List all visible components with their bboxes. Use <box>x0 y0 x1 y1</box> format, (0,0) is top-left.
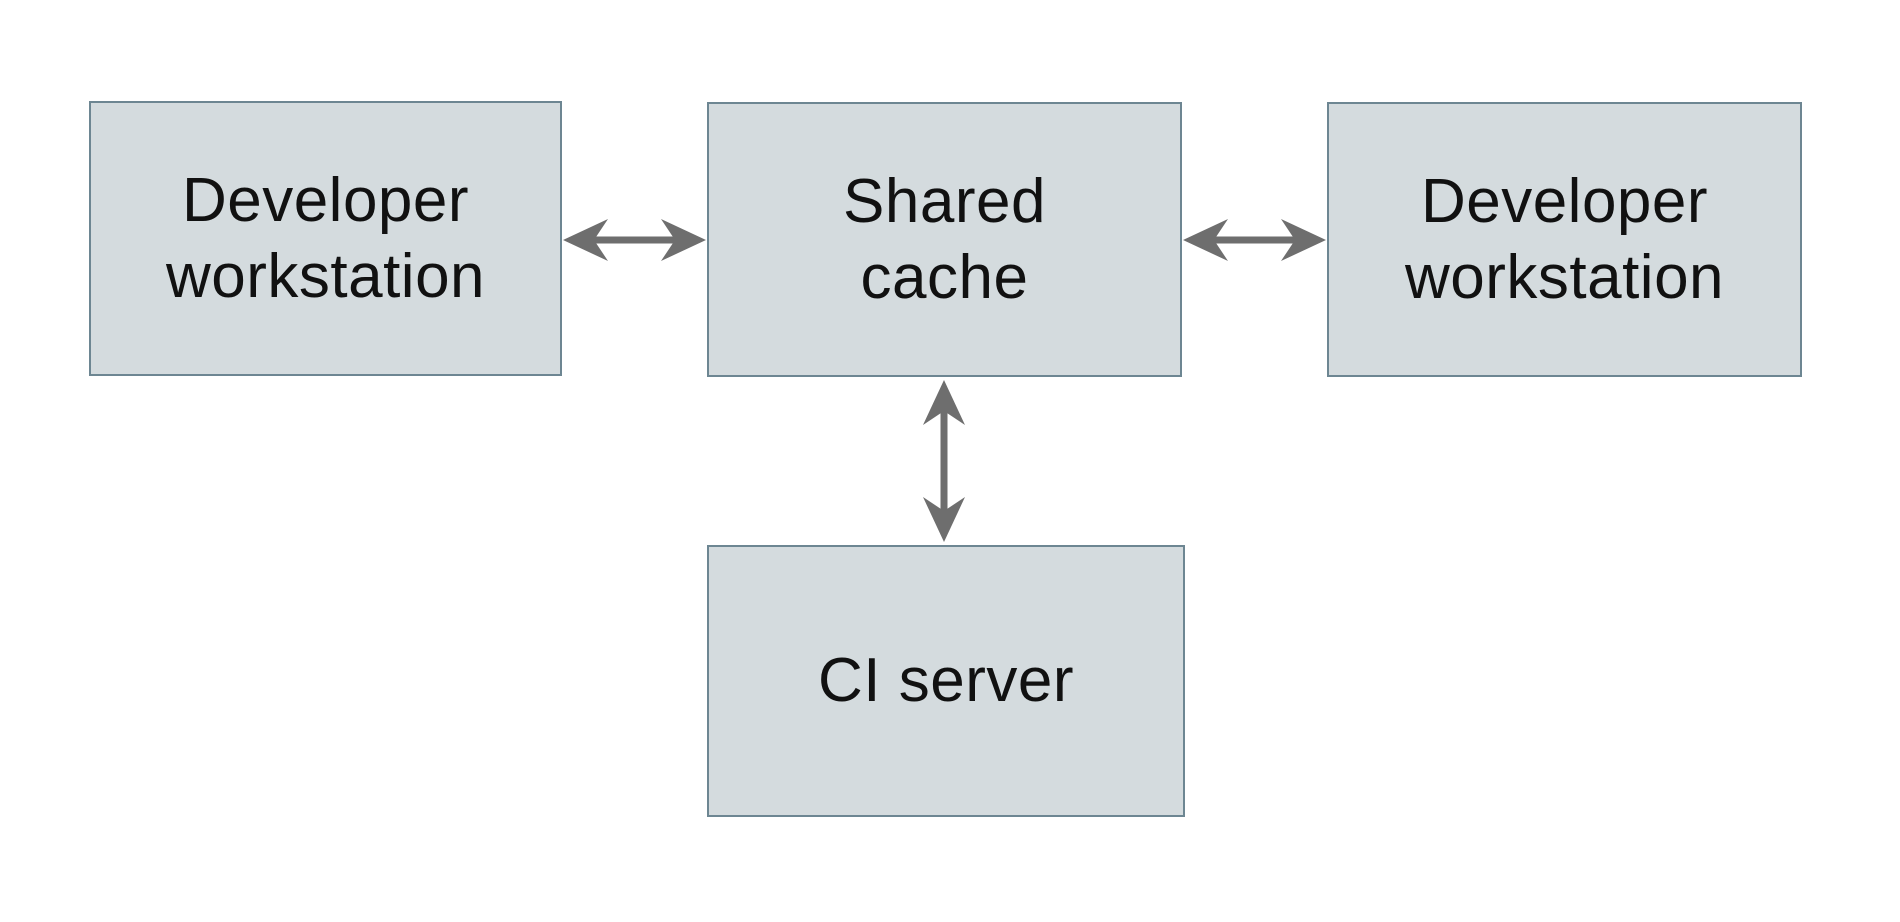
node-label-line: workstation <box>165 241 486 311</box>
double-arrow-vertical-icon <box>923 380 965 542</box>
node-label-line: cache <box>860 242 1029 312</box>
node-label-line: CI server <box>818 646 1074 716</box>
node-label-line: Shared <box>843 166 1046 236</box>
bidirectional-arrow-left-workstation-to-cache <box>560 210 709 270</box>
double-arrow-horizontal-icon <box>563 219 706 261</box>
bidirectional-arrow-cache-to-right-workstation <box>1180 210 1329 270</box>
node-developer-workstation-left: Developer workstation <box>89 101 562 376</box>
node-label-line: workstation <box>1404 242 1725 312</box>
node-developer-workstation-right: Developer workstation <box>1327 102 1802 377</box>
double-arrow-horizontal-icon <box>1183 219 1326 261</box>
node-shared-cache: Shared cache <box>707 102 1182 377</box>
node-ci-server: CI server <box>707 545 1185 817</box>
bidirectional-arrow-cache-to-ci-server <box>913 377 975 545</box>
node-label-line: Developer <box>1420 166 1709 236</box>
node-label-line: Developer <box>181 165 470 235</box>
